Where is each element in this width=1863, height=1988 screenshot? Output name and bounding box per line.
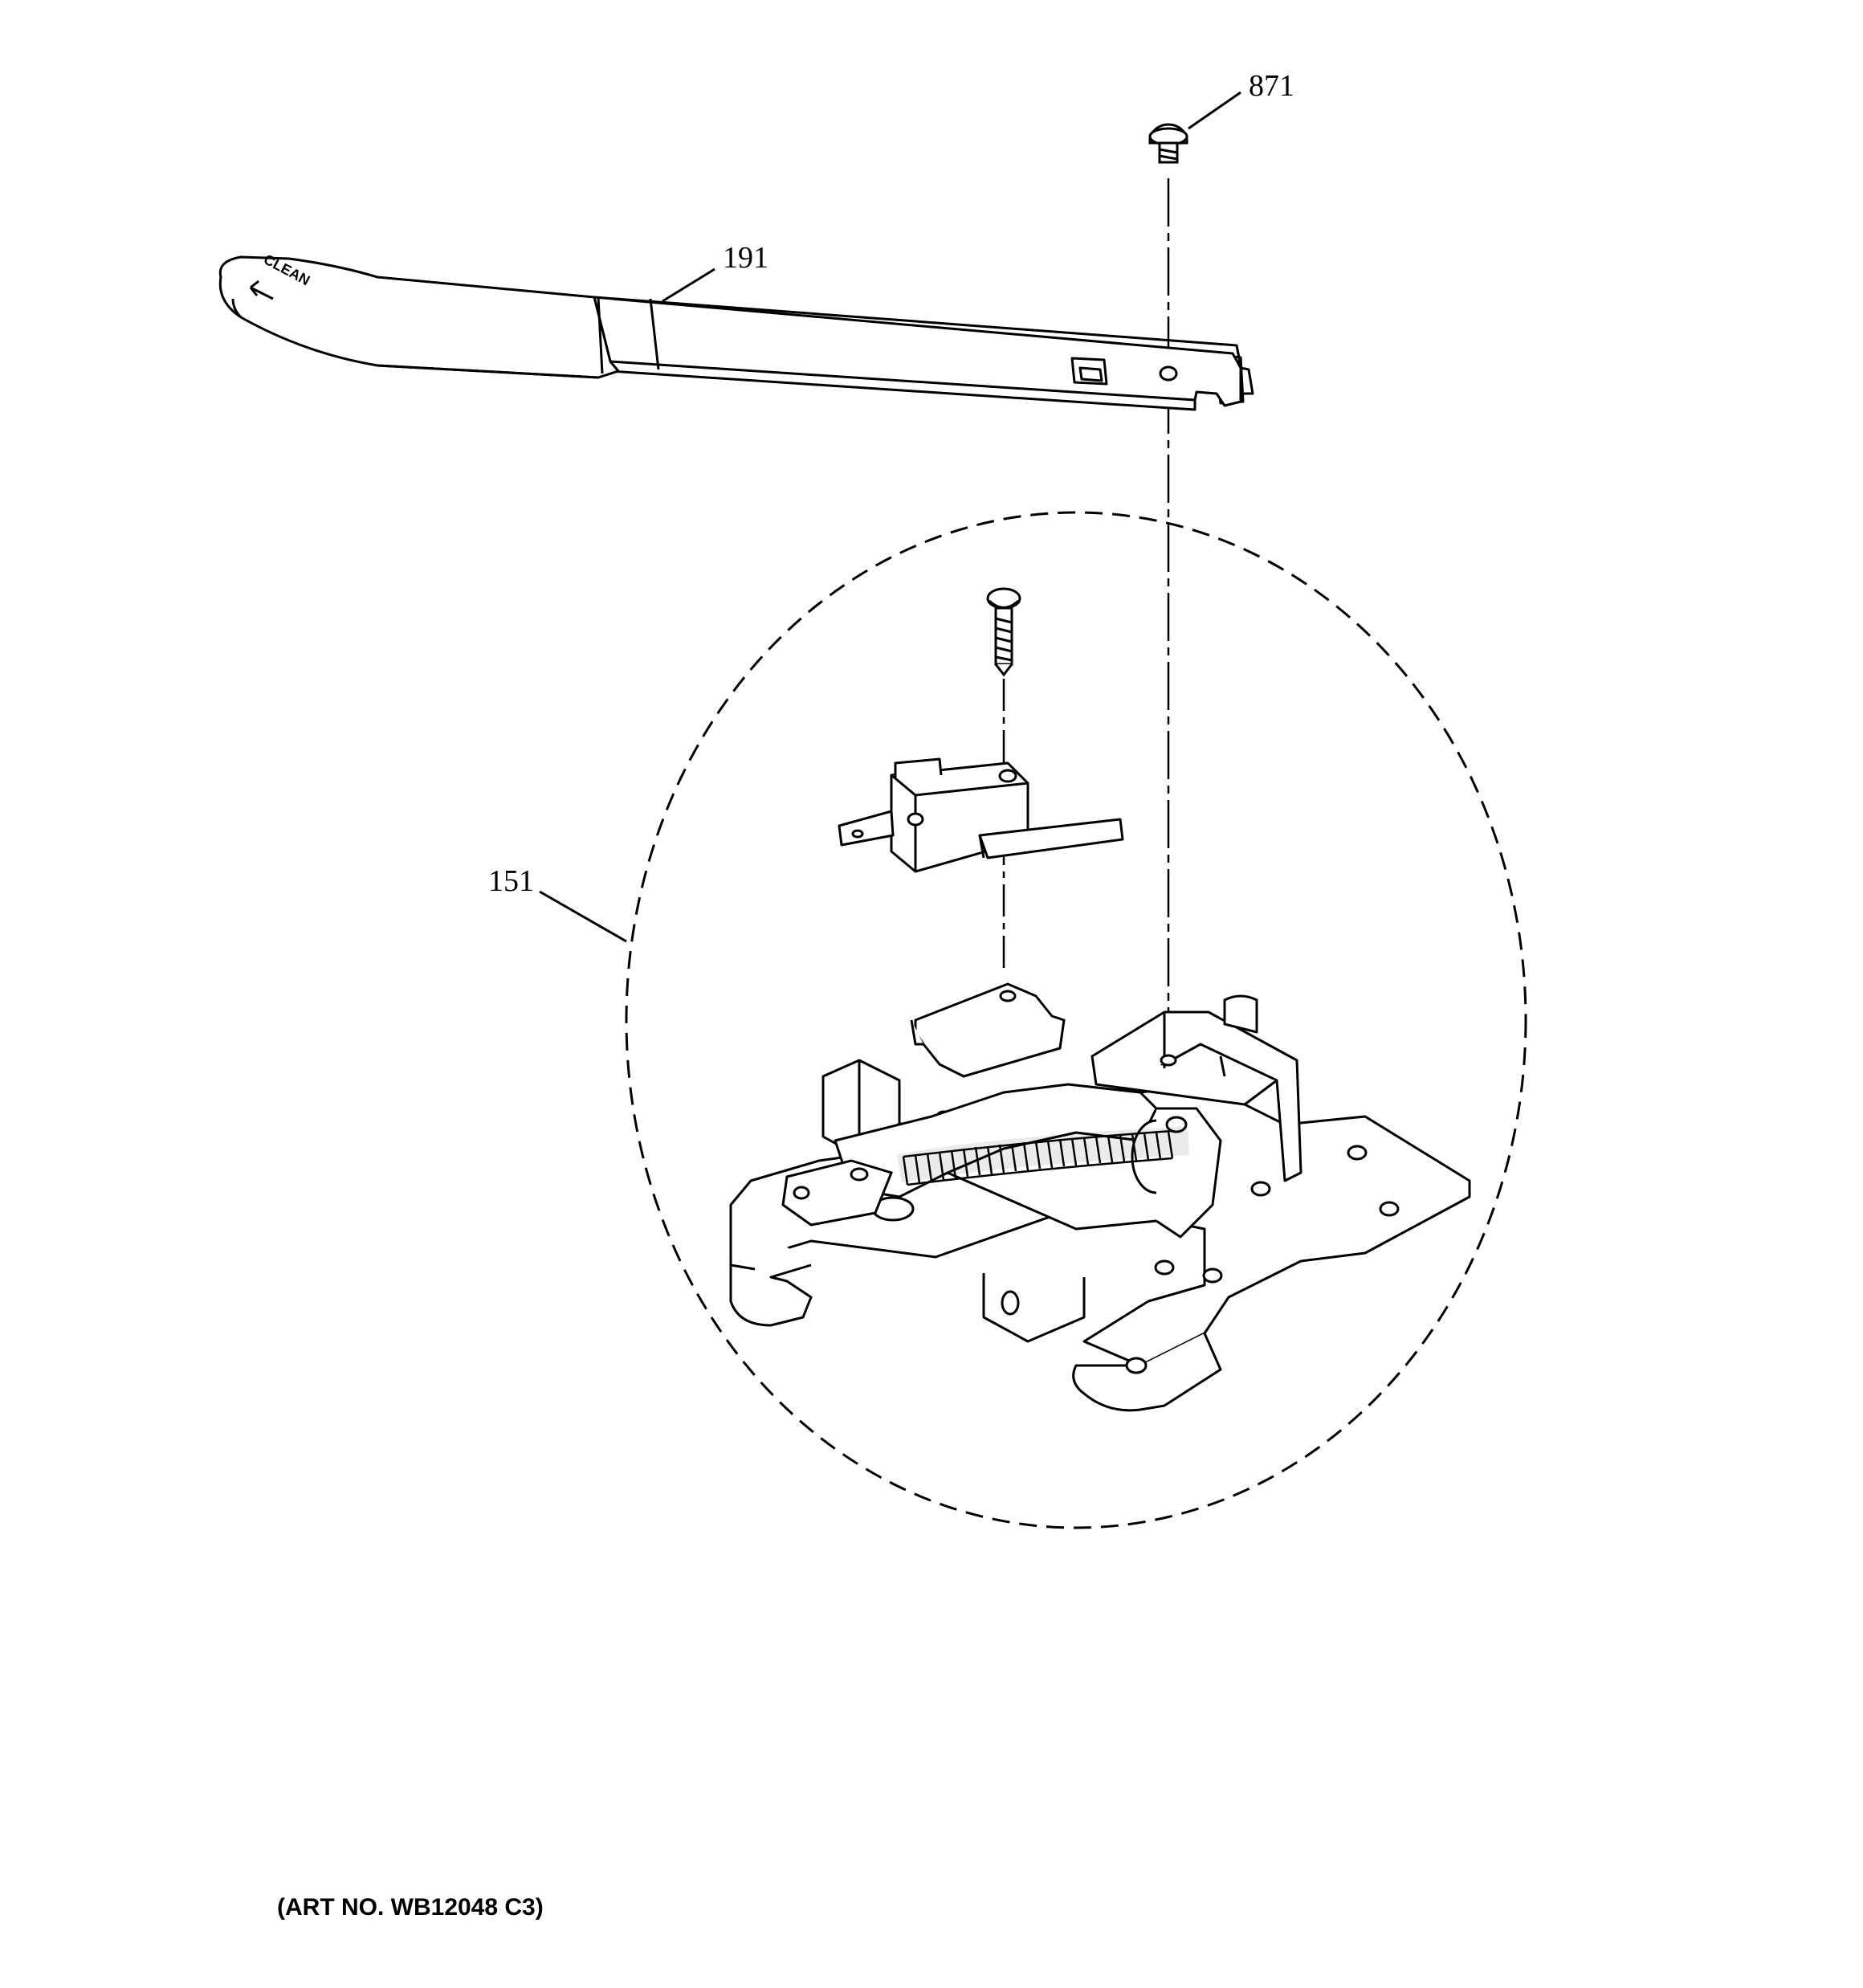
lock-handle-191 bbox=[218, 255, 1254, 411]
latch-spring bbox=[896, 1126, 1189, 1186]
spring-anchor bbox=[781, 1159, 894, 1227]
switch-screw bbox=[986, 587, 1021, 677]
leader-151 bbox=[539, 890, 627, 943]
leader-191 bbox=[662, 267, 715, 303]
latch-assembly-outline bbox=[625, 511, 1527, 1529]
door-lock-switch bbox=[838, 757, 1124, 873]
callout-191: 191 bbox=[723, 241, 768, 275]
callout-151: 151 bbox=[488, 864, 534, 898]
art-number-caption: (ART NO. WB12048 C3) bbox=[277, 1894, 544, 1921]
stamp-arrow-icon bbox=[249, 280, 274, 300]
leader-871 bbox=[1188, 91, 1241, 130]
callout-871: 871 bbox=[1249, 69, 1294, 103]
screw-871 bbox=[1148, 123, 1188, 164]
